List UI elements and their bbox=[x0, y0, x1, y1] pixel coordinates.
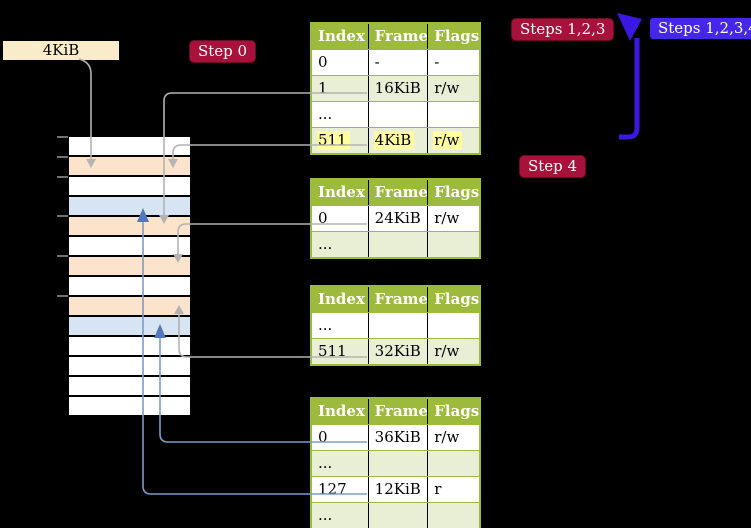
highlighted-value: r/w bbox=[433, 131, 463, 150]
table-row: 0 36KiB r/w bbox=[312, 424, 479, 450]
header-frame: Frame bbox=[367, 180, 427, 205]
table-row: 127 12KiB r bbox=[312, 476, 479, 502]
table-row: 511 32KiB r/w bbox=[312, 338, 479, 364]
arrowhead-up-left-icon bbox=[617, 13, 642, 41]
header-flags: Flags bbox=[427, 24, 479, 49]
page-table-level1: Index Frame Flags 0 36KiB r/w ... 127 12… bbox=[310, 397, 481, 528]
table-row: 0 - - bbox=[312, 49, 479, 75]
page-table-level2: Index Frame Flags ... 511 32KiB r/w bbox=[310, 285, 481, 366]
header-index: Index bbox=[318, 402, 365, 420]
memory-frame-row bbox=[69, 357, 190, 377]
steps1234-label: Steps 1,2,3,4 bbox=[658, 19, 751, 37]
arrow-recursive-loop bbox=[619, 38, 640, 140]
memory-frame-row bbox=[69, 397, 190, 417]
memory-frame-row bbox=[69, 257, 190, 277]
frame-address-label: 4KiB bbox=[42, 41, 80, 59]
table-row: ... bbox=[312, 502, 479, 528]
memory-ticks bbox=[57, 136, 68, 297]
memory-frame-row bbox=[69, 137, 190, 157]
header-index: Index bbox=[318, 27, 365, 45]
physical-memory-column bbox=[69, 137, 190, 417]
table-row-recursive-entry: 511 4KiB r/w bbox=[312, 127, 479, 153]
step0-label: Step 0 bbox=[198, 42, 248, 60]
page-table-level4: Index Frame Flags 0 - - 1 16KiB r/w ... … bbox=[310, 22, 481, 155]
memory-frame-row bbox=[69, 337, 190, 357]
memory-frame-row bbox=[69, 377, 190, 397]
table-row: ... bbox=[312, 101, 479, 127]
header-flags: Flags bbox=[427, 287, 479, 312]
steps123-badge: Steps 1,2,3 bbox=[511, 18, 615, 41]
step4-label: Step 4 bbox=[528, 157, 578, 175]
header-flags: Flags bbox=[427, 399, 479, 424]
memory-frame-row bbox=[69, 297, 190, 317]
header-frame: Frame bbox=[367, 399, 427, 424]
table-row: 0 24KiB r/w bbox=[312, 205, 479, 231]
page-table-level3: Index Frame Flags 0 24KiB r/w ... bbox=[310, 178, 481, 259]
table-header-row: Index Frame Flags bbox=[312, 287, 479, 312]
table-row: ... bbox=[312, 312, 479, 338]
memory-frame-row bbox=[69, 277, 190, 297]
table-row: 1 16KiB r/w bbox=[312, 75, 479, 101]
step0-badge: Step 0 bbox=[189, 40, 257, 63]
memory-frame-row bbox=[69, 317, 190, 337]
memory-frame-row bbox=[69, 157, 190, 177]
header-frame: Frame bbox=[367, 287, 427, 312]
memory-frame-row bbox=[69, 177, 190, 197]
table-row: ... bbox=[312, 450, 479, 476]
memory-frame-row bbox=[69, 197, 190, 217]
frame-address-box: 4KiB bbox=[3, 41, 119, 60]
table-header-row: Index Frame Flags bbox=[312, 24, 479, 49]
step4-badge: Step 4 bbox=[519, 155, 587, 178]
highlighted-value: 511 bbox=[317, 131, 350, 150]
table-header-row: Index Frame Flags bbox=[312, 399, 479, 424]
memory-frame-row bbox=[69, 237, 190, 257]
steps123-label: Steps 1,2,3 bbox=[520, 20, 606, 38]
table-row: ... bbox=[312, 231, 479, 257]
header-index: Index bbox=[318, 290, 365, 308]
highlighted-value: 4KiB bbox=[373, 131, 415, 150]
header-flags: Flags bbox=[427, 180, 479, 205]
header-index: Index bbox=[318, 183, 365, 201]
steps1234-badge: Steps 1,2,3,4 bbox=[650, 18, 751, 39]
table-header-row: Index Frame Flags bbox=[312, 180, 479, 205]
memory-frame-row bbox=[69, 217, 190, 237]
header-frame: Frame bbox=[367, 24, 427, 49]
